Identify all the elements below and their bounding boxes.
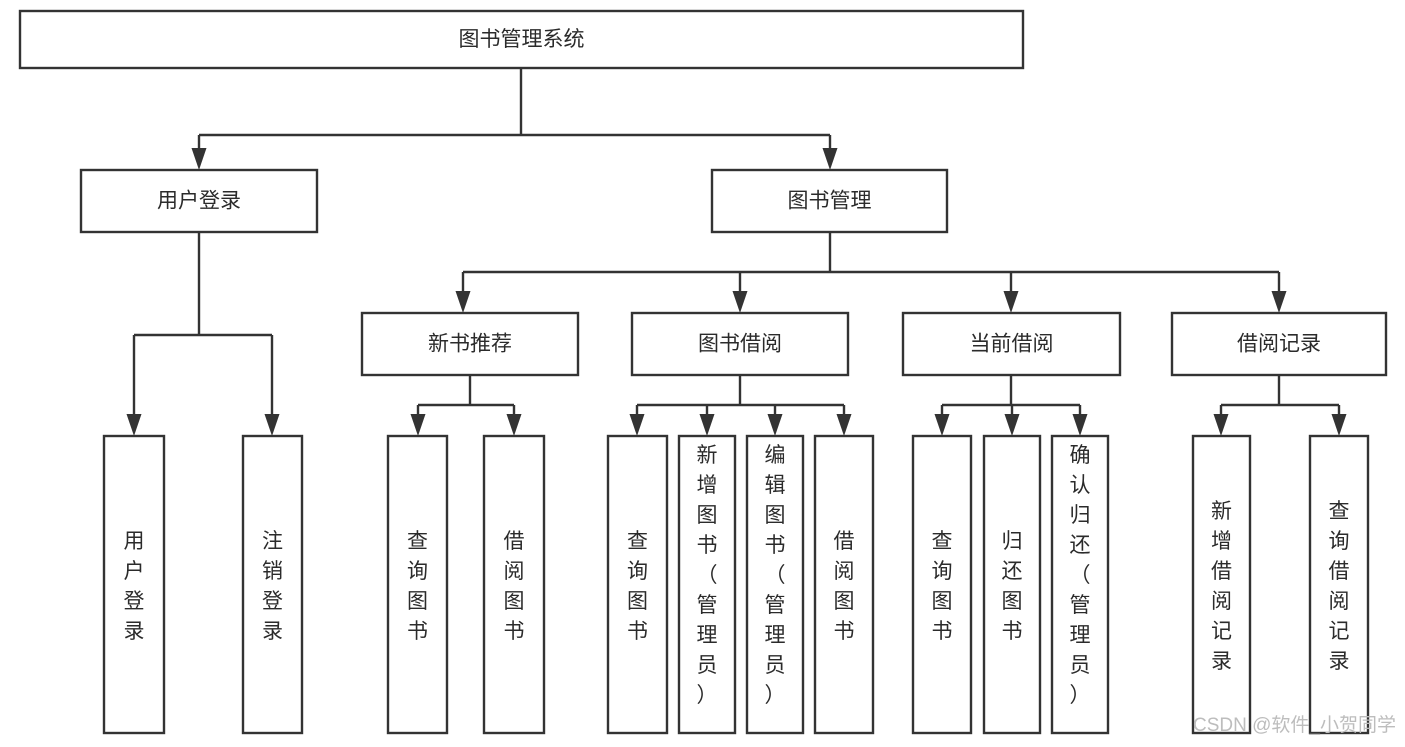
- node-user-login[interactable]: 用户登录: [79, 168, 319, 234]
- arrow-head-icon: [1004, 414, 1020, 436]
- node-leaf-logout-login[interactable]: 注销登录: [241, 434, 304, 735]
- node-label: 注销登录: [262, 530, 283, 643]
- connector-book-borrow-to-leaves: [629, 375, 852, 436]
- node-box[interactable]: [102, 434, 166, 735]
- node-leaf-confirm-return-admin[interactable]: 确认归还（管理员）: [1050, 434, 1110, 735]
- node-box[interactable]: [79, 168, 319, 234]
- node-leaf-add-book-admin[interactable]: 新增图书（管理员）: [677, 434, 737, 735]
- node-box[interactable]: [911, 434, 973, 735]
- node-book-borrow[interactable]: 图书借阅: [630, 311, 850, 377]
- arrow-head-icon: [1271, 291, 1287, 313]
- arrow-head-icon: [699, 414, 715, 436]
- connector-layer: [126, 68, 1347, 436]
- node-root-system[interactable]: 图书管理系统: [18, 9, 1025, 70]
- node-box[interactable]: [1308, 434, 1370, 735]
- node-box[interactable]: [982, 434, 1042, 735]
- arrow-head-icon: [264, 414, 280, 436]
- node-box[interactable]: [1191, 434, 1252, 735]
- node-label: 用户登录: [124, 530, 145, 643]
- arrow-head-icon: [410, 414, 426, 436]
- node-box[interactable]: [677, 434, 737, 735]
- node-box[interactable]: [360, 311, 580, 377]
- node-box[interactable]: [241, 434, 304, 735]
- connector-user-login-to-leaves: [126, 232, 280, 436]
- node-box[interactable]: [901, 311, 1122, 377]
- node-leaf-borrow-book[interactable]: 借阅图书: [813, 434, 875, 735]
- node-label: 查询图书: [407, 530, 428, 643]
- node-label: 借阅记录: [1237, 333, 1321, 356]
- node-box[interactable]: [482, 434, 546, 735]
- node-label: 新书推荐: [428, 333, 512, 356]
- connector-new-book-recommend-to-leaves: [410, 375, 522, 436]
- arrow-head-icon: [506, 414, 522, 436]
- node-leaf-return-book[interactable]: 归还图书: [982, 434, 1042, 735]
- node-box[interactable]: [813, 434, 875, 735]
- connector-current-borrow-to-leaves: [934, 375, 1088, 436]
- node-leaf-query-book-recommend[interactable]: 查询图书: [386, 434, 449, 735]
- node-leaf-user-login[interactable]: 用户登录: [102, 434, 166, 735]
- node-label: 图书管理系统: [459, 28, 585, 51]
- node-box[interactable]: [1050, 434, 1110, 735]
- node-label: 查询图书: [932, 530, 953, 643]
- arrow-head-icon: [1331, 414, 1347, 436]
- node-label: 新增借阅记录: [1211, 500, 1232, 673]
- node-box[interactable]: [1170, 311, 1388, 377]
- node-label: 图书借阅: [698, 333, 782, 356]
- node-leaf-query-book-current[interactable]: 查询图书: [911, 434, 973, 735]
- node-box[interactable]: [386, 434, 449, 735]
- arrow-head-icon: [1003, 291, 1019, 313]
- node-label: 查询图书: [627, 530, 648, 643]
- node-current-borrow[interactable]: 当前借阅: [901, 311, 1122, 377]
- connector-root-to-level2: [191, 68, 838, 170]
- node-label: 归还图书: [1002, 530, 1023, 643]
- arrow-head-icon: [732, 291, 748, 313]
- node-box[interactable]: [745, 434, 805, 735]
- node-leaf-query-borrow-record[interactable]: 查询借阅记录: [1308, 434, 1370, 735]
- csdn-watermark: CSDN @软件_小贺同学: [1193, 714, 1396, 736]
- node-layer: 图书管理系统用户登录图书管理新书推荐图书借阅当前借阅借阅记录用户登录注销登录查询…: [18, 9, 1388, 735]
- node-leaf-borrow-book-recommend[interactable]: 借阅图书: [482, 434, 546, 735]
- node-new-book-recommend[interactable]: 新书推荐: [360, 311, 580, 377]
- node-label: 图书管理: [788, 190, 872, 213]
- node-box[interactable]: [710, 168, 949, 234]
- node-box[interactable]: [18, 9, 1025, 70]
- node-book-management[interactable]: 图书管理: [710, 168, 949, 234]
- arrow-head-icon: [191, 148, 207, 170]
- arrow-head-icon: [455, 291, 471, 313]
- arrow-head-icon: [767, 414, 783, 436]
- node-label: 当前借阅: [970, 333, 1054, 356]
- node-box[interactable]: [630, 311, 850, 377]
- node-label: 用户登录: [157, 190, 241, 213]
- node-leaf-add-borrow-record[interactable]: 新增借阅记录: [1191, 434, 1252, 735]
- arrow-head-icon: [934, 414, 950, 436]
- node-label: 借阅图书: [834, 530, 855, 643]
- arrow-head-icon: [1072, 414, 1088, 436]
- arrow-head-icon: [822, 148, 838, 170]
- connector-book-management-to-level3: [455, 232, 1287, 313]
- node-label: 查询借阅记录: [1329, 500, 1350, 673]
- node-label: 编辑图书（管理员）: [765, 444, 786, 707]
- arrow-head-icon: [126, 414, 142, 436]
- node-label: 新增图书（管理员）: [697, 444, 718, 707]
- node-label: 借阅图书: [504, 530, 525, 643]
- connector-borrow-record-to-leaves: [1213, 375, 1347, 436]
- node-leaf-query-book-borrow[interactable]: 查询图书: [606, 434, 669, 735]
- arrow-head-icon: [836, 414, 852, 436]
- arrow-head-icon: [629, 414, 645, 436]
- arrow-head-icon: [1213, 414, 1229, 436]
- node-leaf-edit-book-admin[interactable]: 编辑图书（管理员）: [745, 434, 805, 735]
- node-label: 确认归还（管理员）: [1070, 444, 1091, 707]
- node-box[interactable]: [606, 434, 669, 735]
- node-borrow-record[interactable]: 借阅记录: [1170, 311, 1388, 377]
